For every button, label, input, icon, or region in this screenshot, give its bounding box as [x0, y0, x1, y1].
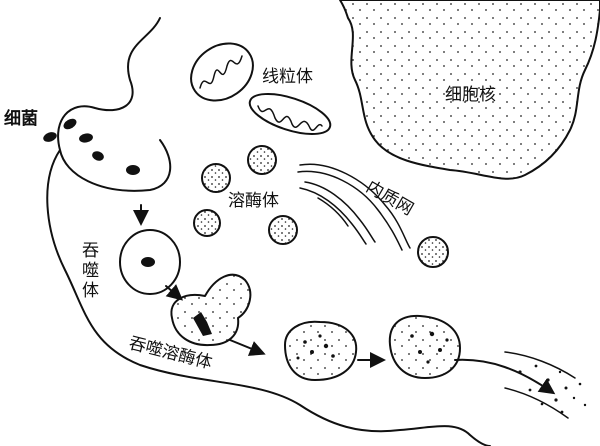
nucleus — [339, 0, 600, 180]
label-lysosome: 溶酶体 — [228, 191, 279, 211]
label-mitochondria: 线粒体 — [262, 67, 313, 87]
label-phagosome-2: 噬 — [82, 261, 99, 281]
residual-body-2 — [388, 314, 461, 379]
mitochondrion-2 — [248, 92, 332, 136]
residual-body-1 — [284, 320, 358, 381]
process-arrows — [133, 204, 386, 368]
label-phagosome-1: 吞 — [82, 241, 99, 261]
exocytosis-debris — [454, 351, 587, 419]
label-nucleus: 细胞核 — [445, 85, 496, 105]
label-bacteria: 细菌 — [4, 108, 38, 129]
phagolysosome — [170, 273, 252, 347]
cell-membrane — [46, 17, 491, 446]
lysosome-group — [193, 145, 449, 268]
phagosome — [119, 229, 181, 295]
bacteria-group — [43, 118, 140, 175]
label-phagosome-3: 体 — [82, 281, 99, 301]
endoplasmic-reticulum — [297, 163, 411, 251]
label-endoplasmic-reticulum: 内质网 — [363, 177, 417, 220]
mitochondrion-1 — [190, 42, 254, 102]
